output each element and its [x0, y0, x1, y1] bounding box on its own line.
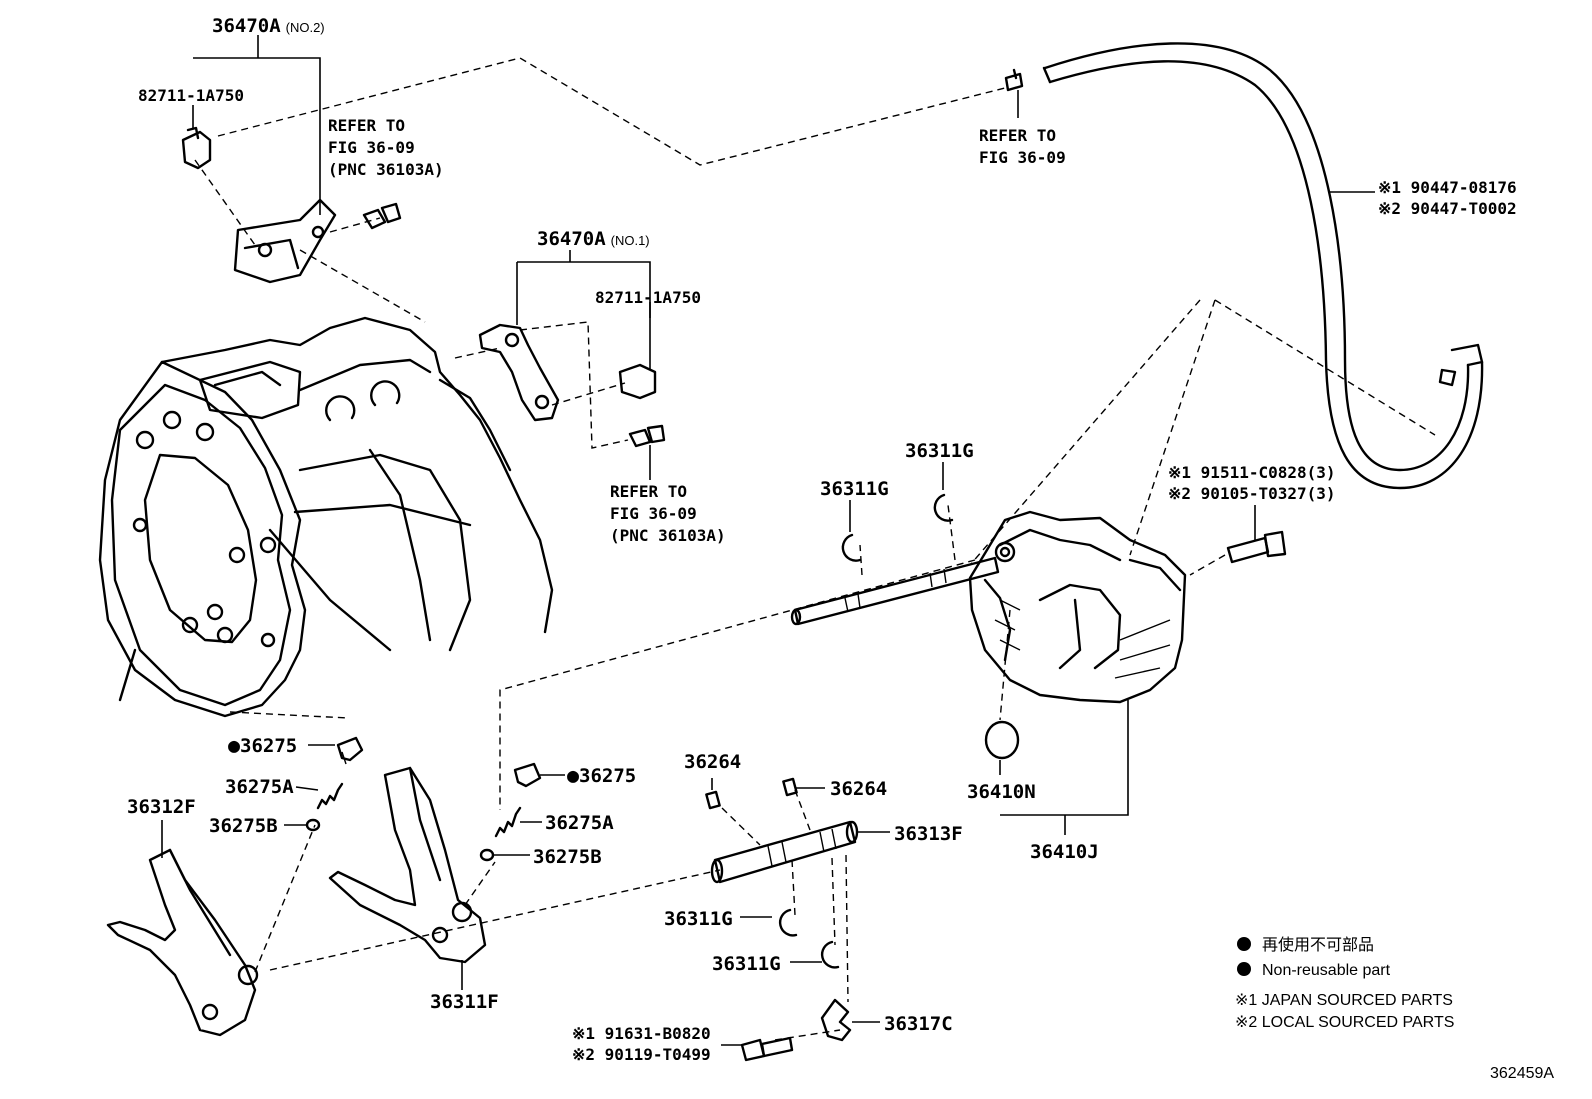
snap-ring-c: [778, 908, 798, 937]
label-ball-right: 36275B: [533, 846, 602, 868]
ref-top-line1: REFER TO: [328, 116, 405, 135]
legend: 再使用不可部品 Non-reusable part ※1 JAPAN SOURC…: [1235, 936, 1454, 1031]
detent-ball-right: [479, 848, 495, 862]
detent-plug-right: [513, 762, 542, 788]
label-lock-bolt1: ※1 91631-B0820: [572, 1024, 711, 1043]
label-ring-a: 36311G: [820, 478, 889, 500]
label-connector-mid: 82711-1A750: [595, 288, 701, 307]
label-lock-bolt2: ※2 90119-T0499: [572, 1045, 711, 1064]
speed-sensor-no1: [478, 323, 560, 422]
detent-spring-right: [494, 806, 522, 838]
label-plug-left: ●36275: [228, 733, 297, 757]
snap-ring-b: [933, 493, 954, 522]
detent-ball-left: [305, 818, 321, 832]
lock-bolt: [740, 1036, 794, 1062]
legend-nonreusable-jp: 再使用不可部品: [1262, 936, 1374, 954]
bolt-mid: [628, 424, 666, 448]
label-ring-b: 36311G: [905, 440, 974, 462]
detent-plug-left: [336, 736, 364, 765]
speed-sensor-no2: [233, 198, 337, 284]
snap-ring-a: [841, 533, 862, 562]
ref-mid-line2: FIG 36-09: [610, 504, 697, 523]
label-fork-left: 36312F: [127, 796, 196, 818]
housing-bolt: [1226, 530, 1287, 564]
label-spring-left: 36275A: [225, 776, 294, 798]
shift-shaft-upper: [790, 556, 1000, 626]
hose-fitting: [1004, 68, 1024, 92]
pin-b: [782, 777, 798, 797]
legend-nonreusable-en: Non-reusable part: [1262, 962, 1391, 979]
bolt-top: [362, 202, 402, 230]
legend-note2: ※2 LOCAL SOURCED PARTS: [1235, 1014, 1454, 1031]
lock-plate: [820, 998, 852, 1042]
connector-mid: [618, 363, 657, 400]
label-shaft: 36313F: [894, 823, 963, 845]
shift-housing: [968, 510, 1187, 704]
label-bolt-part2: ※2 90105-T0327(3): [1168, 484, 1336, 503]
part-labels: 36470A(NO.2) 82711-1A750 REFER TO FIG 36…: [127, 15, 1517, 1064]
label-hose-part1: ※1 90447-08176: [1378, 178, 1517, 197]
shift-shaft-lower: [710, 820, 859, 884]
leader-lines: [161, 35, 1375, 1046]
label-sensor-no1: 36470A(NO.1): [537, 228, 650, 250]
detent-spring-left: [316, 782, 344, 810]
ref-mid-line1: REFER TO: [610, 482, 687, 501]
nonreusable-dot-icon: [1237, 962, 1251, 976]
figure-id: 362459A: [1490, 1065, 1554, 1082]
label-spring-right: 36275A: [545, 812, 614, 834]
legend-note1: ※1 JAPAN SOURCED PARTS: [1235, 992, 1453, 1009]
transmission-case: [98, 316, 554, 718]
ref-mid-line3: (PNC 36103A): [610, 526, 726, 545]
label-ball-left: 36275B: [209, 815, 278, 837]
label-plug-right: ●36275: [567, 763, 636, 787]
ref-hose-line2: FIG 36-09: [979, 148, 1066, 167]
label-pin-a: 36264: [684, 751, 741, 773]
ref-top-line2: FIG 36-09: [328, 138, 415, 157]
label-connector-top: 82711-1A750: [138, 86, 244, 105]
label-ring-c: 36311G: [664, 908, 733, 930]
label-ring-d: 36311G: [712, 953, 781, 975]
label-lock: 36317C: [884, 1013, 953, 1035]
label-bolt-part1: ※1 91511-C0828(3): [1168, 463, 1336, 482]
label-hose-part2: ※2 90447-T0002: [1378, 199, 1517, 218]
label-sensor-no2: 36470A(NO.2): [212, 15, 325, 37]
nonreusable-dot-icon: [1237, 937, 1251, 951]
label-housing: 36410J: [1030, 841, 1099, 863]
label-fork-right: 36311F: [430, 991, 499, 1013]
shift-fork-left: [106, 848, 259, 1037]
snap-ring-d: [820, 940, 840, 969]
label-oring: 36410N: [967, 781, 1036, 803]
ref-hose-line1: REFER TO: [979, 126, 1056, 145]
breather-hose: [1042, 42, 1484, 490]
o-ring: [984, 720, 1020, 760]
connector-top: [181, 126, 212, 170]
ref-top-line3: (PNC 36103A): [328, 160, 444, 179]
pin-a: [705, 790, 721, 810]
shift-fork-right: [328, 766, 487, 964]
label-pin-b: 36264: [830, 778, 887, 800]
